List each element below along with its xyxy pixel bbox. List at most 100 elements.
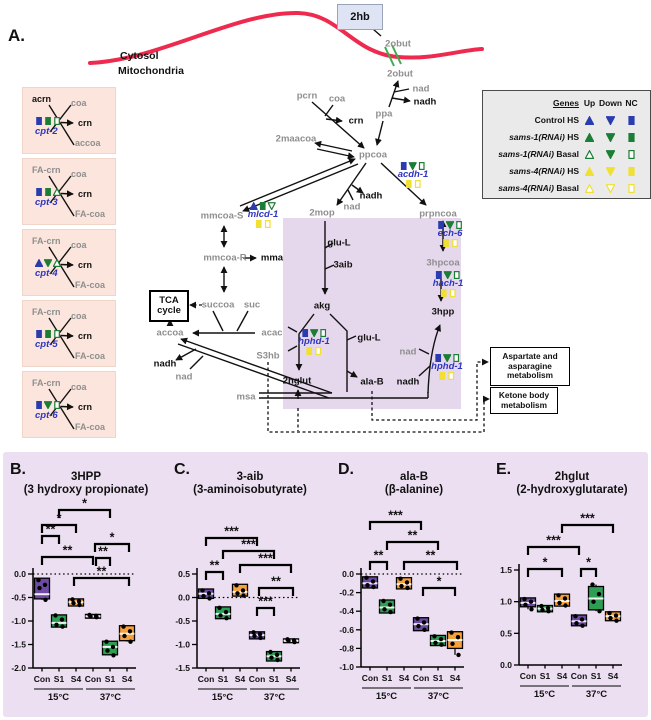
svg-text:0.0: 0.0 [178,593,190,603]
cpt-bottom-label: accoa [75,138,101,148]
cpt-markers [35,330,61,338]
cpt-gene-name: cpt-4 [35,268,58,279]
legend-row: sams-4(RNAi) Basal [485,181,646,195]
svg-text:*: * [82,497,87,511]
svg-text:(2-hydroxyglutarate): (2-hydroxyglutarate) [516,484,627,496]
panel-b-boxplot: B.3HPP(3 hydroxy propionate)0.0-0.5-1.0-… [10,461,148,703]
svg-text:S1: S1 [105,674,116,684]
membrane-transport-icon [384,44,402,67]
svg-text:15°C: 15°C [534,689,555,700]
svg-text:-1.5: -1.5 [11,640,26,650]
svg-text:***: *** [546,534,561,548]
cpt-gene-name: cpt-3 [35,197,58,208]
cytosol-label: Cytosol [120,50,159,62]
svg-text:S4: S4 [71,674,82,684]
legend-nc-marker [621,132,642,142]
legend-down-marker [600,115,621,125]
ketone-metabolism-label: Ketone body metabolism [498,389,550,410]
cpt-coa-label: coa [71,311,87,321]
svg-text:1.0: 1.0 [500,597,512,607]
mitochondria-label: Mitochondria [118,65,184,77]
legend-gene-label: Control HS [534,115,579,125]
cpt-coa-label: coa [71,169,87,179]
legend-nc-marker [621,115,642,125]
g-dt-marker-icon [606,149,615,159]
g-osq-marker-icon [54,401,60,409]
cpt-bottom-label: FA-coa [75,351,106,361]
svg-text:C.: C. [174,461,190,478]
legend-genes-header: Genes [553,98,579,108]
svg-text:S1: S1 [218,674,229,684]
cpt-substrate-label: FA-crn [32,165,61,175]
cpt-gene-name: cpt-2 [35,126,58,137]
genes-legend: Genes Up Down NC Control HS sams-1(RNAi)… [482,90,651,199]
svg-text:(3-aminoisobutyrate): (3-aminoisobutyrate) [193,484,307,496]
boxplot-panels-background [3,452,648,717]
legend-nc-marker [621,149,642,159]
svg-text:15°C: 15°C [376,691,397,702]
g-sq-marker-icon [45,330,51,338]
g-dt-marker-icon [44,401,52,409]
b-sq-marker-icon [628,115,635,125]
svg-text:Con: Con [520,671,537,681]
svg-text:0.0: 0.0 [500,660,512,670]
g-sq-marker-icon [45,188,51,196]
svg-text:S4: S4 [608,671,619,681]
legend-up-marker [579,166,600,176]
cpt-markers [35,401,61,409]
cpt-product-label: crn [78,331,93,341]
svg-text:Con: Con [249,674,266,684]
svg-text:Con: Con [362,673,379,683]
svg-text:37°C: 37°C [264,692,285,703]
svg-text:Con: Con [85,674,102,684]
svg-text:**: ** [210,559,220,573]
cpt-bottom-label: FA-coa [75,209,106,219]
g-out-marker-icon [585,149,594,159]
g-osq-marker-icon [628,149,635,159]
legend-up-marker [579,115,600,125]
legend-up-marker [579,183,600,193]
svg-text:-0.8: -0.8 [339,643,354,653]
cpt-substrate-label: FA-crn [32,236,61,246]
cpt-product-label: crn [78,189,93,199]
panel-e-boxplot: E.2hglut(2-hydroxyglutarate)1.51.00.50.0… [496,461,628,700]
b-sq-marker-icon [36,117,42,125]
cpt-gene-name: cpt-5 [35,339,58,350]
legend-row: Control HS [485,113,646,127]
svg-text:S1: S1 [591,671,602,681]
legend-gene-label: sams-4(RNAi) HS [509,166,579,176]
svg-text:-1.0: -1.0 [175,640,190,650]
b-sq-marker-icon [36,330,42,338]
cpt-bottom-label: FA-coa [75,280,106,290]
cpt-markers [35,188,61,196]
tca-cycle-label: TCA cycle [157,294,181,316]
legend-row: sams-1(RNAi) HS [485,130,646,144]
cpt-substrate-label: FA-crn [32,307,61,317]
cpt-markers [35,259,61,267]
cpt-reaction-lines [48,175,75,217]
svg-text:Con: Con [571,671,588,681]
svg-text:S4: S4 [286,674,297,684]
panel-d-boxplot: D.ala-B(β-alanine)0.0-0.2-0.4-0.6-0.8-1.… [338,461,464,702]
cpt-product-label: crn [78,402,93,412]
legend-row: sams-1(RNAi) Basal [485,147,646,161]
membrane-curve [88,10,484,65]
svg-text:-0.6: -0.6 [339,625,354,635]
svg-text:**: ** [408,529,418,543]
svg-text:***: *** [258,552,273,566]
svg-text:**: ** [97,565,107,579]
legend-down-marker [600,166,621,176]
b-ut-marker-icon [585,115,594,125]
cpt-substrate-label: FA-crn [32,378,61,388]
2hb-box: 2hb [337,4,383,30]
svg-text:S4: S4 [557,671,568,681]
legend-row: sams-4(RNAi) HS [485,164,646,178]
svg-text:2hglut: 2hglut [555,471,590,483]
svg-text:B.: B. [10,461,26,478]
svg-text:**: ** [426,549,436,563]
legend-header-row: Genes Up Down NC [485,96,646,110]
cpt-substrate-label: acrn [32,94,52,104]
svg-text:Con: Con [413,673,430,683]
